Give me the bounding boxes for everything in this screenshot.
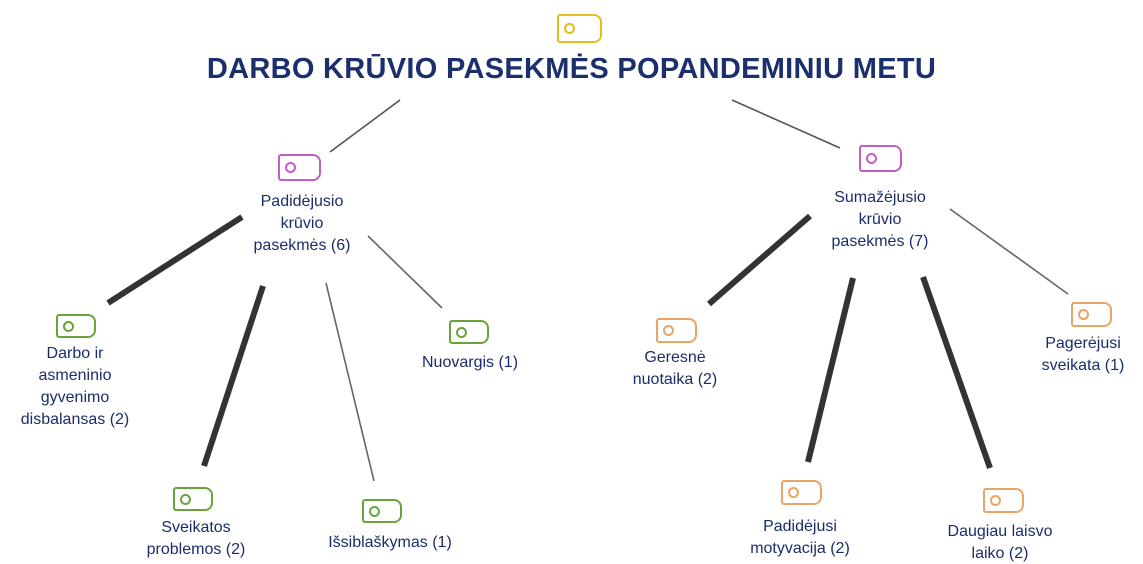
motivation-label: Padidėjusi motyvacija (2) bbox=[750, 518, 850, 557]
edge-root-to-increased bbox=[329, 99, 401, 153]
motivation-tag-icon bbox=[781, 480, 822, 505]
root-tag-icon bbox=[557, 14, 602, 43]
decreased-load-label: Sumažėjusio krūvio pasekmės (7) bbox=[831, 189, 929, 250]
mood-tag-icon bbox=[656, 318, 697, 343]
increased-load-tag-icon bbox=[278, 154, 321, 181]
health-problems-tag-icon bbox=[173, 487, 213, 511]
edge-decreased-to-free-time bbox=[920, 276, 993, 469]
imbalance-label: Darbo ir asmeninio gyvenimo disbalansas … bbox=[20, 345, 130, 428]
distraction-label: Išsiblaškymas (1) bbox=[328, 534, 452, 551]
distraction-tag-icon bbox=[362, 499, 402, 523]
edge-root-to-decreased bbox=[731, 99, 841, 149]
diagram-title: DARBO KRŪVIO PASEKMĖS POPANDEMINIU METU bbox=[206, 53, 937, 85]
edge-decreased-to-mood bbox=[707, 213, 812, 307]
edge-increased-to-imbalance bbox=[106, 214, 244, 306]
decreased-load-tag-icon bbox=[859, 145, 902, 172]
edge-decreased-to-health bbox=[949, 208, 1069, 295]
fatigue-label: Nuovargis (1) bbox=[421, 354, 519, 371]
edge-increased-to-distraction bbox=[325, 282, 375, 482]
mood-label: Geresnė nuotaika (2) bbox=[632, 349, 718, 388]
increased-load-label: Padidėjusio krūvio pasekmės (6) bbox=[253, 193, 351, 254]
free-time-tag-icon bbox=[983, 488, 1024, 513]
improved-health-tag-icon bbox=[1071, 302, 1112, 327]
improved-health-label: Pagerėjusi sveikata (1) bbox=[1041, 335, 1125, 374]
edge-increased-to-fatigue bbox=[367, 235, 443, 309]
edge-increased-to-health-problems bbox=[201, 285, 266, 467]
fatigue-tag-icon bbox=[449, 320, 489, 344]
health-problems-label: Sveikatos problemos (2) bbox=[146, 519, 246, 558]
free-time-label: Daugiau laisvo laiko (2) bbox=[947, 523, 1053, 562]
edge-decreased-to-motivation bbox=[805, 277, 856, 463]
imbalance-tag-icon bbox=[56, 314, 96, 338]
